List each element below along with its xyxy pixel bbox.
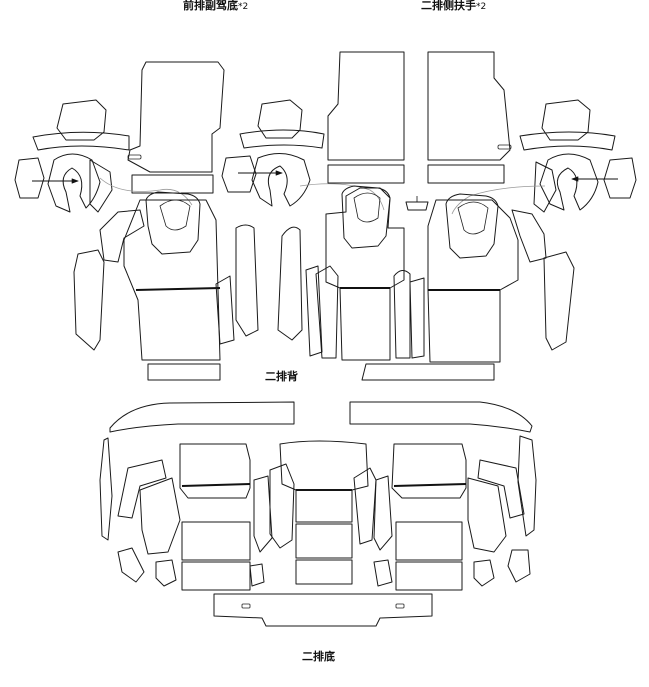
side-panel-br-c bbox=[467, 477, 507, 553]
connector-line bbox=[299, 183, 385, 211]
bolster-left-a bbox=[14, 157, 45, 199]
label-second-row-armrest: 二排侧扶手*2 bbox=[421, 0, 486, 12]
label-second-row-back: 二排背 bbox=[265, 370, 298, 383]
side-piece-c-b bbox=[353, 467, 377, 545]
connector-line bbox=[451, 185, 546, 215]
cushion-front-left bbox=[181, 561, 251, 591]
small-piece-bl-b bbox=[155, 559, 177, 587]
armrest-panel-a bbox=[327, 51, 405, 161]
seam-line bbox=[135, 287, 221, 291]
side-panel-br-b bbox=[477, 459, 525, 519]
side-strip-left bbox=[215, 275, 235, 345]
bolster-right-a bbox=[603, 157, 637, 199]
second-row-back-group bbox=[73, 185, 575, 381]
headrest-cutout-center bbox=[341, 185, 391, 249]
side-panel-mid-right bbox=[277, 226, 303, 341]
center-strip-a bbox=[305, 265, 323, 357]
long-strip-left bbox=[109, 401, 295, 433]
second-row-armrest-group bbox=[327, 51, 637, 215]
bolster-center-a bbox=[221, 155, 257, 193]
side-wing-left bbox=[89, 159, 113, 213]
front-seat-cushion-large bbox=[127, 61, 225, 173]
headrest-inner-right bbox=[457, 201, 489, 235]
cushion-center-c bbox=[295, 559, 353, 585]
back-panel-left bbox=[123, 199, 221, 361]
small-piece-cl bbox=[249, 563, 265, 587]
small-piece-br-b bbox=[473, 559, 495, 587]
center-strip-d bbox=[409, 277, 425, 359]
headrest-piece-right bbox=[541, 99, 591, 141]
cushion-center-b bbox=[295, 523, 353, 559]
curved-strip-center bbox=[239, 129, 325, 149]
bottom-base-strip bbox=[213, 593, 433, 627]
armrest-strip-b bbox=[427, 164, 505, 184]
headrest-inner-left bbox=[159, 199, 191, 231]
side-panel-bl-c bbox=[139, 477, 181, 555]
armrest-strip-a bbox=[327, 164, 405, 184]
side-piece-bl-d bbox=[253, 475, 273, 553]
cushion-front-right bbox=[395, 561, 463, 591]
headrest-piece-center bbox=[257, 99, 303, 139]
cushion-insert-right bbox=[395, 521, 463, 561]
long-strip-right bbox=[349, 401, 533, 433]
headrest-cutout-left bbox=[145, 191, 201, 255]
seam-line bbox=[393, 483, 467, 487]
small-tab-piece bbox=[405, 201, 429, 211]
cushion-insert-left bbox=[181, 521, 251, 561]
cushion-center-a bbox=[295, 489, 353, 523]
tab-slot bbox=[127, 154, 142, 160]
bolster-center-b bbox=[251, 153, 311, 207]
label-text: 二排侧扶手 bbox=[421, 0, 476, 12]
cushion-panel-left bbox=[179, 443, 251, 499]
small-piece-br bbox=[507, 549, 531, 583]
back-panel-right bbox=[427, 199, 519, 363]
center-strip-b bbox=[315, 265, 339, 359]
back-panel-center bbox=[325, 187, 405, 361]
bolster-left-b bbox=[47, 153, 101, 213]
side-piece-c-a bbox=[269, 463, 295, 549]
side-panel-bl-b bbox=[117, 459, 167, 519]
headrest-cutout-right bbox=[445, 193, 499, 259]
side-piece-br-d bbox=[373, 475, 393, 551]
curved-strip-left bbox=[32, 131, 130, 151]
front-seat-bottom-group bbox=[14, 61, 225, 213]
side-bolster-left bbox=[99, 209, 145, 263]
label-text: 前排副驾底 bbox=[183, 0, 238, 12]
side-panel-outer-right bbox=[543, 251, 575, 351]
seam-line bbox=[181, 483, 251, 487]
side-panel-br-a bbox=[517, 435, 537, 537]
small-piece-cr bbox=[373, 559, 393, 587]
label-suffix: *2 bbox=[476, 2, 487, 12]
headrest-inner-center bbox=[353, 192, 381, 223]
base-slot-right bbox=[395, 603, 405, 609]
center-top-pieces bbox=[221, 99, 385, 211]
label-second-row-bottom: 二排底 bbox=[302, 650, 335, 663]
headrest-piece-left bbox=[56, 99, 107, 141]
curved-strip-right bbox=[519, 131, 616, 151]
second-row-bottom-group bbox=[99, 401, 537, 627]
tab-slot bbox=[497, 144, 512, 150]
base-slot-left bbox=[241, 603, 251, 609]
small-piece-bl bbox=[117, 547, 145, 583]
bolster-right-b bbox=[539, 153, 599, 211]
side-wing-right bbox=[533, 161, 557, 213]
side-panel-bl-a bbox=[99, 437, 113, 541]
cushion-panel-right bbox=[391, 443, 467, 499]
back-bottom-strip-center bbox=[361, 363, 495, 381]
connector-line bbox=[99, 177, 193, 206]
center-strip-c bbox=[393, 270, 411, 359]
label-suffix: *2 bbox=[238, 2, 249, 12]
side-panel-outer-left bbox=[73, 249, 105, 351]
side-bolster-right bbox=[511, 209, 547, 263]
label-front-seat-bottom: 前排副驾底*2 bbox=[183, 0, 248, 12]
back-bottom-strip-left bbox=[147, 363, 221, 381]
armrest-panel-b bbox=[427, 51, 511, 161]
side-panel-mid-left bbox=[235, 224, 259, 337]
